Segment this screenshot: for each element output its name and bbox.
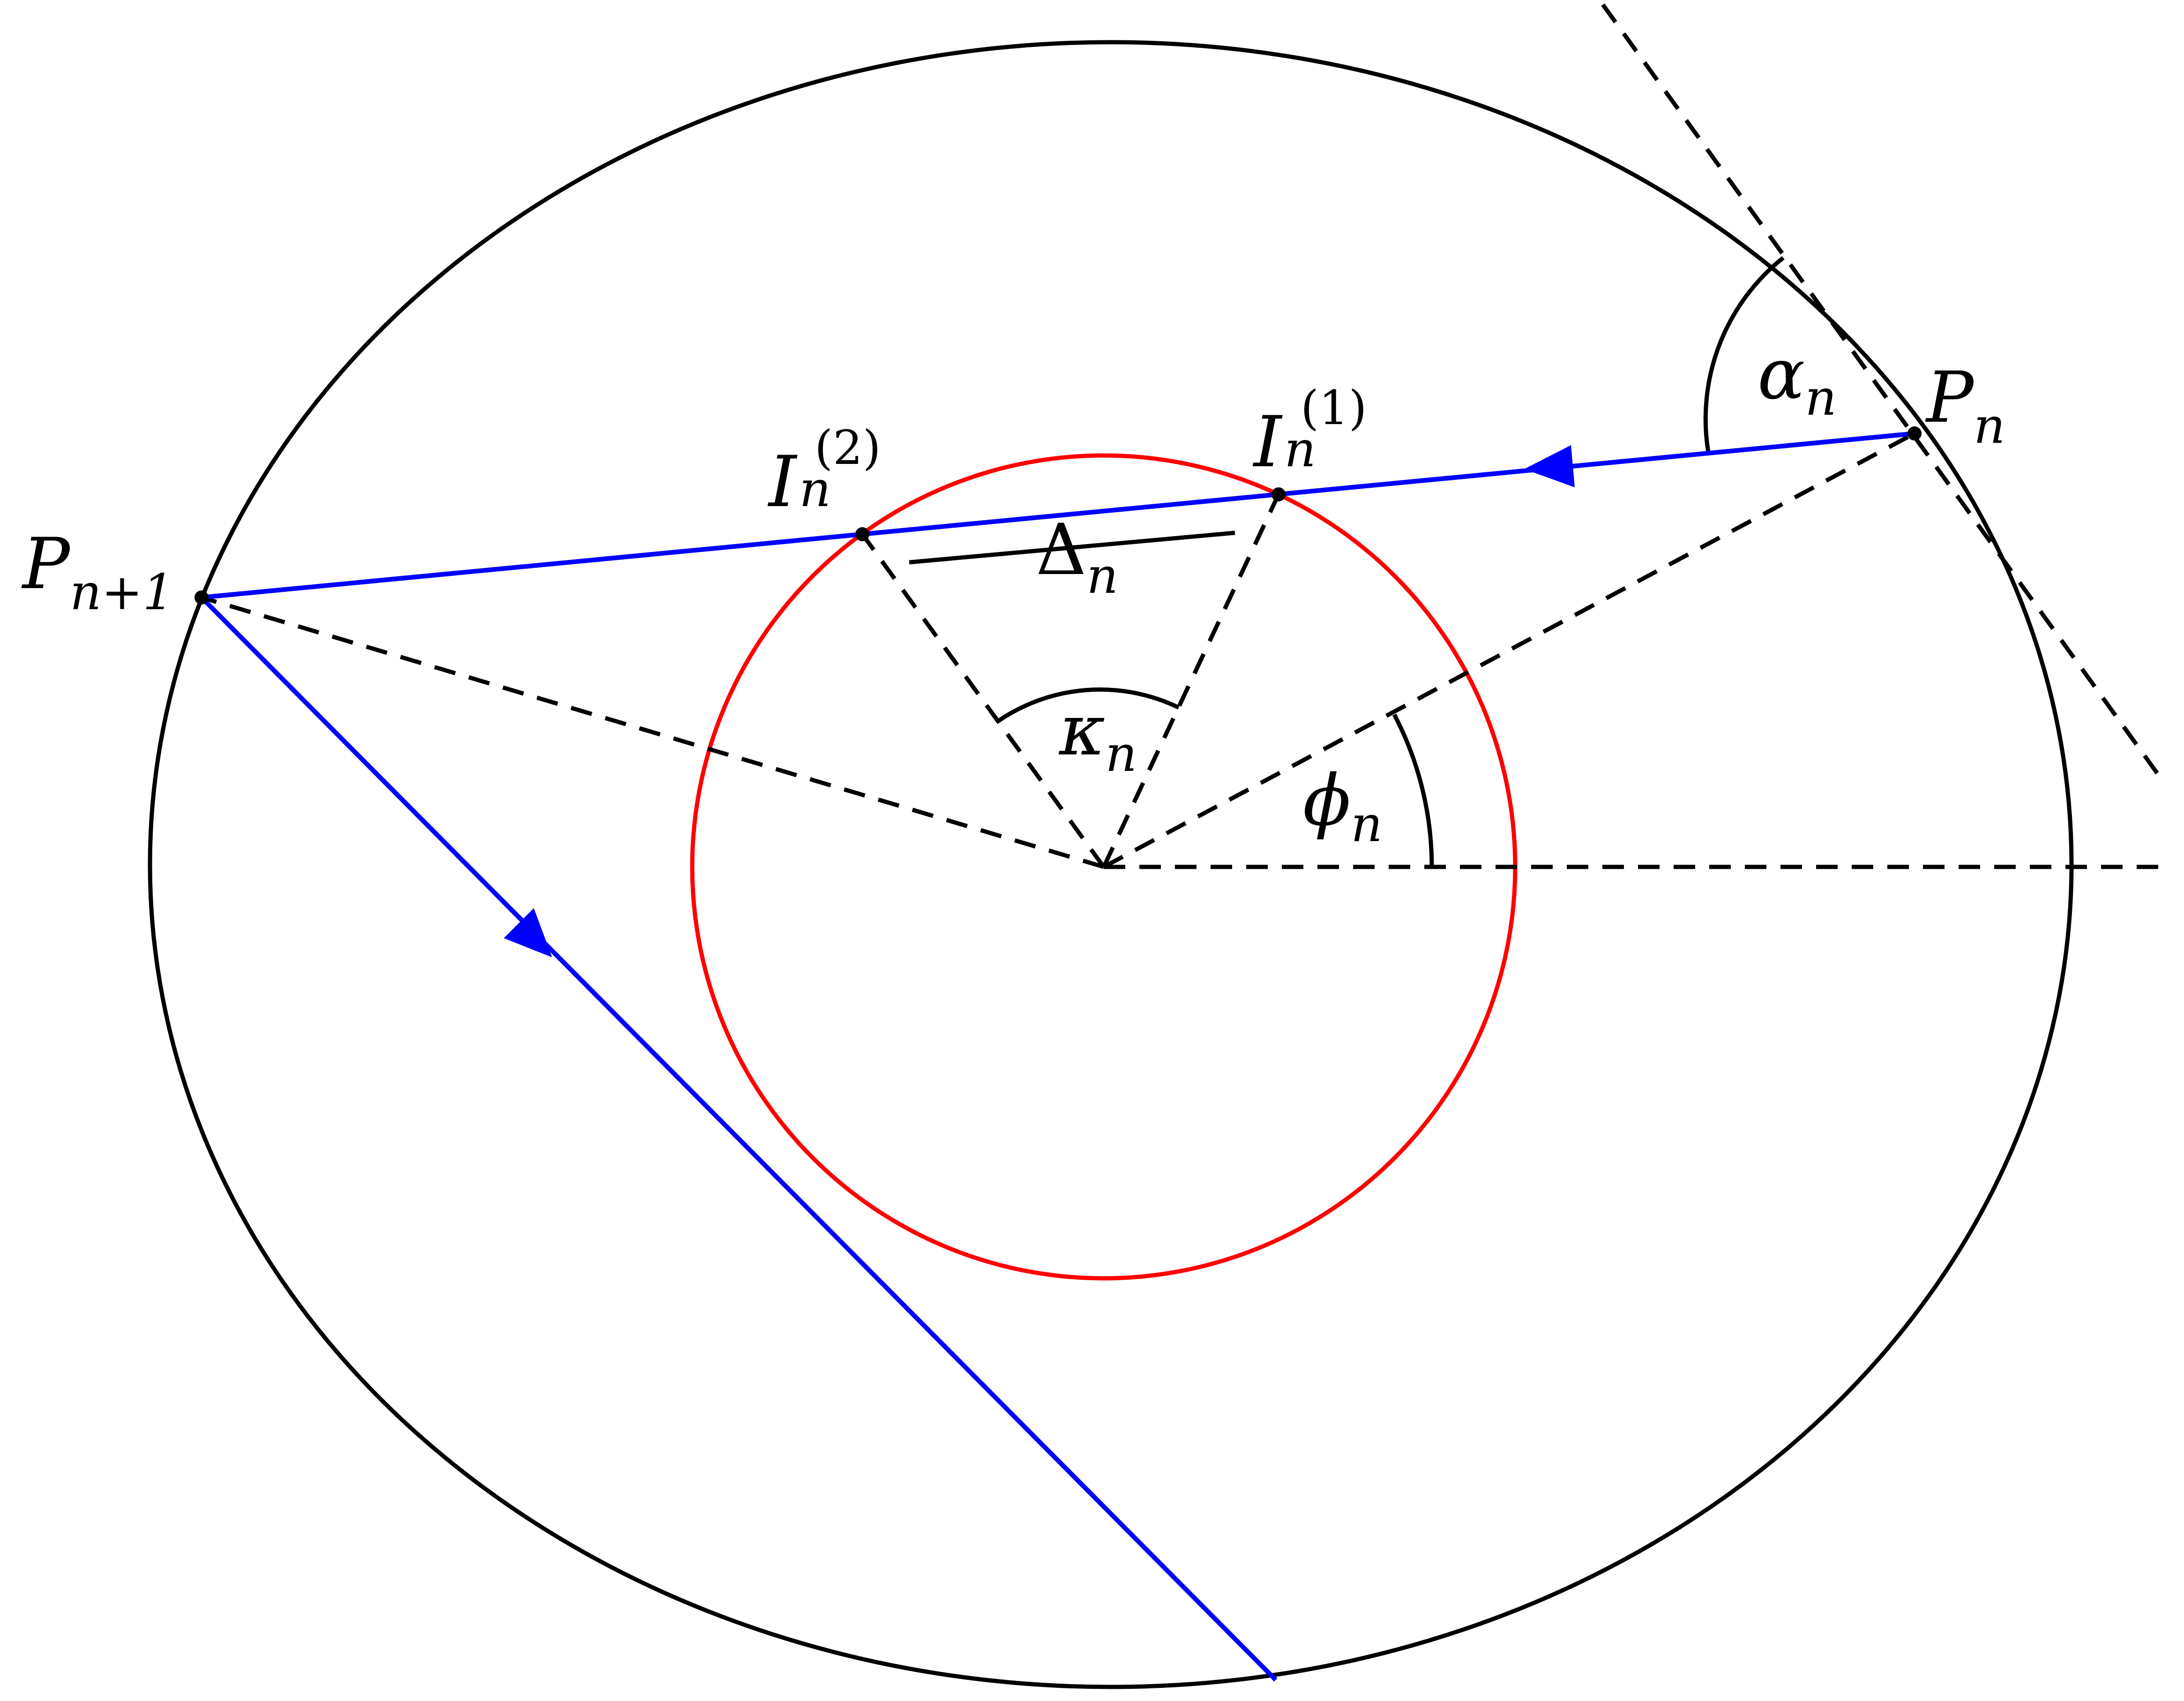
- label-p-n: Pn: [1925, 357, 2005, 455]
- label-i-n1-superscript: (1): [1301, 380, 1367, 435]
- label-phi-n: ϕn: [1303, 760, 1383, 853]
- angle-arcs: [996, 256, 1785, 867]
- tangent-line-at-p-n: [1601, 3, 2162, 779]
- trajectory-next-chord: [200, 596, 1278, 1682]
- arrow-head-lower: [504, 908, 552, 957]
- label-delta-n: Δn: [1036, 509, 1118, 604]
- label-alpha-n: αn: [1758, 334, 1837, 426]
- phi-angle-arc: [1392, 713, 1434, 867]
- label-i-n1: In: [1252, 402, 1316, 483]
- label-kappa-n: κn: [1058, 690, 1137, 783]
- point-i-n1: [1272, 487, 1286, 501]
- kappa-angle-arc: [996, 687, 1180, 724]
- points: [194, 426, 1922, 604]
- delta-segment: [909, 530, 1235, 565]
- alpha-angle-arc: [1703, 256, 1785, 453]
- construction-lines: [201, 3, 2162, 869]
- outer-ellipse: [148, 40, 2074, 1689]
- label-p-n1: Pn+1: [21, 523, 174, 621]
- trajectory: [200, 431, 1915, 1682]
- trajectory-chord: [201, 431, 1915, 600]
- radius-to-p-n1: [201, 595, 1105, 869]
- radius-to-i-n1: [1101, 493, 1281, 868]
- point-p-n1: [194, 590, 209, 604]
- label-i-n2: In: [767, 441, 831, 523]
- point-i-n2: [855, 527, 869, 541]
- radius-to-p-n: [1102, 432, 1916, 869]
- point-p-n: [1907, 426, 1922, 440]
- arrow-head-upper: [1524, 445, 1575, 487]
- label-i-n2-superscript: (2): [815, 420, 881, 475]
